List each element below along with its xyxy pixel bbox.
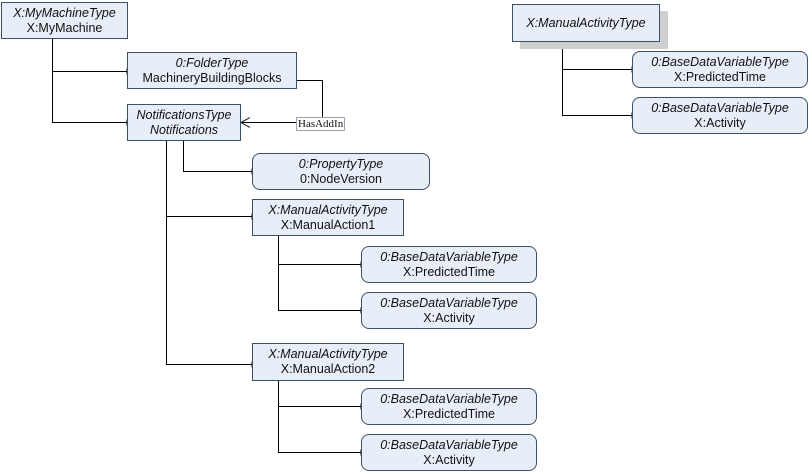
node-type: NotificationsType [136,107,232,122]
ref-line-notifications-nodeversion [183,140,252,172]
ref-line-mat-activity [562,42,632,116]
node-type: X:ManualActivityType [268,202,388,217]
node-type: 0:BaseDataVariableType [651,54,789,69]
node-machinery-building-blocks[interactable]: 0:FolderType MachineryBuildingBlocks [127,52,297,89]
node-type: X:MyMachineType [13,5,116,20]
node-browse-name: X:PredictedTime [403,264,495,279]
node-browse-name: X:ManualAction1 [280,217,376,232]
node-type: 0:BaseDataVariableType [380,437,518,452]
node-browse-name: Notifications [149,122,219,137]
node-ma2-activity[interactable]: 0:BaseDataVariableType X:Activity [361,434,537,471]
node-ma1-activity[interactable]: 0:BaseDataVariableType X:Activity [361,292,537,329]
ref-line-action2-activity [278,381,361,453]
node-browse-name: X:Activity [694,115,746,130]
node-browse-name: X:PredictedTime [403,406,495,421]
node-mymachine[interactable]: X:MyMachineType X:MyMachine [1,2,128,39]
hasaddin-label: HasAddIn [296,117,346,131]
node-mat-predicted-time[interactable]: 0:BaseDataVariableType X:PredictedTime [632,51,808,88]
hasaddin-arrowhead [239,117,251,128]
node-type: 0:BaseDataVariableType [380,295,518,310]
node-browse-name: X:MyMachine [26,20,103,35]
node-manual-action1[interactable]: X:ManualActivityType X:ManualAction1 [252,199,404,236]
node-type: 0:PropertyType [298,156,384,171]
node-notifications[interactable]: NotificationsType Notifications [127,104,241,141]
node-manual-action2[interactable]: X:ManualActivityType X:ManualAction2 [252,343,404,381]
node-mat-activity[interactable]: 0:BaseDataVariableType X:Activity [632,97,808,134]
node-browse-name: X:Activity [423,310,475,325]
node-type: 0:BaseDataVariableType [651,100,789,115]
node-manual-activity-type[interactable]: X:ManualActivityType [512,4,660,42]
node-browse-name: MachineryBuildingBlocks [142,70,282,85]
node-type: X:ManualActivityType [268,347,388,361]
ref-line-hasaddin [241,80,323,123]
node-ma2-predicted-time[interactable]: 0:BaseDataVariableType X:PredictedTime [361,388,537,425]
node-browse-name: 0:NodeVersion [299,171,382,186]
node-type: 0:BaseDataVariableType [380,249,518,264]
ref-line-notifications-action2 [166,140,252,365]
ref-line-action1-activity [278,236,361,311]
ref-line-mymachine-notifications [52,38,127,123]
node-browse-name: X:Activity [423,452,475,467]
node-type: 0:BaseDataVariableType [380,391,518,406]
node-browse-name: X:PredictedTime [674,69,766,84]
node-type: X:ManualActivityType [526,15,646,30]
node-type: 0:FolderType [175,55,249,70]
node-ma1-predicted-time[interactable]: 0:BaseDataVariableType X:PredictedTime [361,246,537,283]
node-node-version[interactable]: 0:PropertyType 0:NodeVersion [252,153,430,190]
node-browse-name: X:ManualAction2 [280,362,376,376]
